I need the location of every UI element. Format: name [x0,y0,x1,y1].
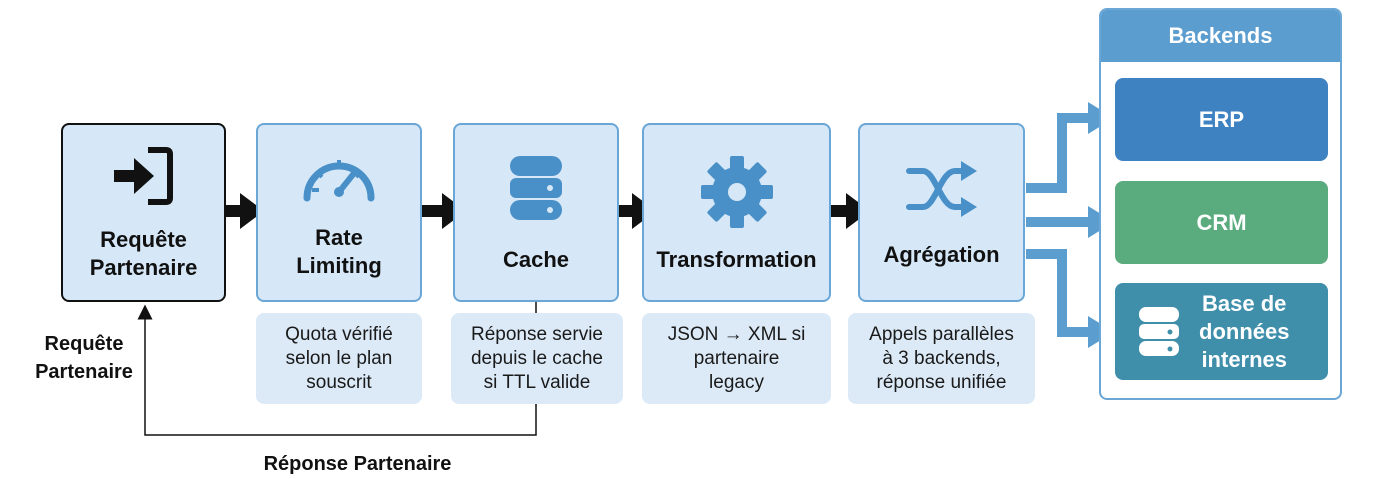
speedometer-icon [303,159,375,201]
stage-request: Requête Partenaire [61,123,226,302]
sign-in-icon [113,146,173,205]
shuffle-icon [905,160,977,217]
branch-arrow-db [1026,249,1092,337]
backend-erp-label: ERP [1198,106,1245,132]
response-label: Réponse Partenaire [263,453,452,475]
note-transformation: JSON → XML si partenaire legacy [642,313,831,404]
backends-panel: Backends ERP CRM Base de données interne… [1099,8,1342,400]
gear-icon [700,155,773,228]
backend-erp: ERP [1115,78,1328,161]
backends-title: Backends [1101,10,1340,62]
database-icon [1139,306,1179,356]
database-icon [510,155,562,220]
stage-transformation: Transformation [642,123,831,302]
stage-title: Cache [502,246,570,272]
stage-cache: Cache [453,123,619,302]
backend-database-label: Base de données internes [1199,290,1290,372]
stage-title: Rate Limiting [296,224,382,278]
stage-rate-limiting: Rate Limiting [256,123,422,302]
branch-arrow-erp [1026,113,1092,193]
note-rate-limiting: Quota vérifié selon le plan souscrit [256,313,422,404]
backend-crm-label: CRM [1196,209,1247,235]
note-aggregation: Appels parallèles à 3 backends, réponse … [848,313,1035,404]
stage-title: Transformation [656,246,817,272]
backend-database: Base de données internes [1115,283,1328,380]
stage-title: Agrégation [883,241,1000,267]
stage-aggregation: Agrégation [858,123,1025,302]
stage-title: Requête Partenaire [89,226,198,280]
request-label: Requête Partenaire [35,333,133,383]
backend-crm: CRM [1115,181,1328,264]
note-cache: Réponse servie depuis le cache si TTL va… [451,313,623,404]
